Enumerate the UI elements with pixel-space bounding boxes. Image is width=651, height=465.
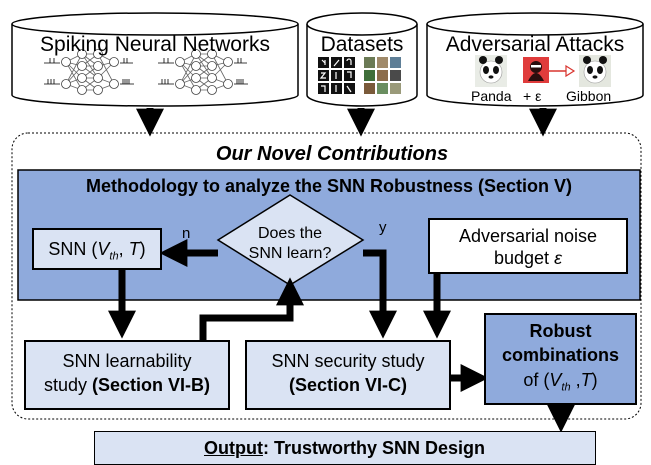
learnability-line2-prefix: study	[43, 375, 92, 395]
robust-line2: combinations	[501, 345, 619, 365]
snn-params-vth-sub: th	[109, 250, 119, 263]
plus-epsilon-label: + ε	[523, 88, 542, 104]
gibbon-label: Gibbon	[566, 88, 612, 104]
decision-line1: Does the	[257, 225, 323, 242]
output-bar: Output: Trustworthy SNN Design	[94, 431, 596, 465]
neural-network-icon	[44, 49, 248, 95]
security-line1: SNN security study	[271, 351, 425, 371]
noise-budget-line2: budget	[494, 248, 555, 268]
flow-arrows	[108, 239, 575, 433]
input-arrows	[136, 108, 557, 137]
robust-line3-prefix: of (	[523, 370, 550, 390]
learnability-line1: SNN learnability	[62, 351, 192, 371]
snn-params-prefix: SNN (	[48, 239, 98, 259]
security-section: (Section VI-C)	[288, 375, 407, 395]
security-study-box: SNN security study (Section VI-C)	[245, 340, 451, 410]
robust-vth: V	[549, 370, 562, 390]
robust-line1: Robust	[529, 321, 592, 341]
snn-cylinder-label: Spiking Neural Networks	[40, 33, 270, 56]
snn-params-comma: ,	[118, 239, 129, 259]
snn-params-t: T	[128, 239, 140, 259]
dataset-thumbnails-icon	[318, 57, 401, 94]
contributions-title: Our Novel Contributions	[215, 143, 449, 165]
decision-line2: SNN learn?	[248, 245, 332, 262]
snn-params-box: SNN (Vth, T)	[32, 228, 162, 270]
adversarial-example-icon	[475, 55, 611, 87]
contributions-container	[11, 132, 642, 420]
methodology-title: Methodology to analyze the SNN Robustnes…	[85, 176, 573, 196]
learnability-study-box: SNN learnability study (Section VI-B)	[24, 340, 230, 410]
snn-params-vth: V	[97, 239, 110, 259]
noise-budget-box: Adversarial noise budget ε	[428, 218, 628, 274]
noise-budget-eps: ε	[554, 248, 562, 268]
robust-suffix: )	[591, 370, 598, 390]
snn-cylinder	[11, 12, 299, 107]
robust-combinations-box: Robust combinations of (Vth ,T)	[484, 313, 637, 405]
datasets-cylinder-label: Datasets	[320, 33, 404, 56]
robust-t: T	[580, 370, 592, 390]
decision-no-label: n	[182, 225, 191, 242]
panda-label: Panda	[471, 88, 512, 104]
snn-params-suffix: )	[139, 239, 146, 259]
robust-comma: ,	[570, 370, 581, 390]
attacks-cylinder-label: Adversarial Attacks	[445, 33, 625, 56]
output-label: Output	[203, 438, 263, 458]
output-text: : Trustworthy SNN Design	[262, 438, 485, 458]
noise-budget-line1: Adversarial noise	[458, 226, 598, 246]
learnability-section: (Section VI-B)	[92, 375, 211, 395]
robust-vth-sub: th	[561, 381, 571, 394]
decision-yes-label: y	[379, 219, 387, 236]
